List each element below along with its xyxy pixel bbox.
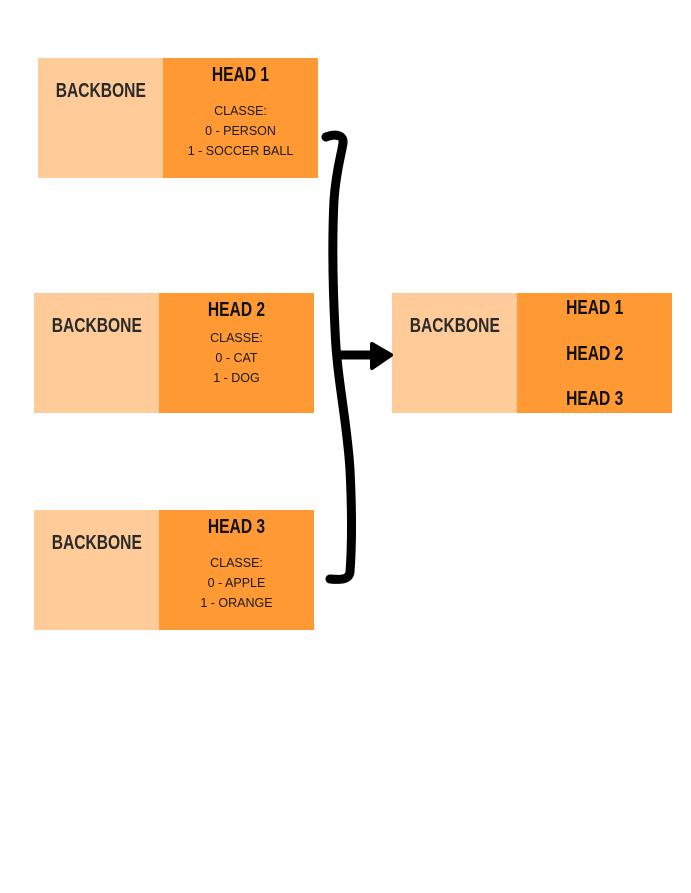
- model-2-head-label: HEAD 2: [207, 299, 266, 321]
- model-1-class-1: 1 - SOCCER BALL: [187, 144, 294, 158]
- model-1-backbone-label: BACKBONE: [55, 80, 146, 102]
- model-2-class-0: 0 - CAT: [215, 351, 258, 365]
- model-1-classes-title: CLASSE:: [214, 104, 267, 118]
- model-3-head: HEAD 3 CLASSE: 0 - APPLE 1 - ORANGE: [159, 510, 314, 630]
- model-3-class-1: 1 - ORANGE: [200, 596, 273, 610]
- model-3-classes-title: CLASSE:: [210, 556, 263, 570]
- model-3-class-0: 0 - APPLE: [207, 576, 266, 590]
- arrow-head-icon: [370, 342, 393, 370]
- model-2-classes-title: CLASSE:: [210, 331, 263, 345]
- merged-head-2-label: HEAD 2: [565, 342, 624, 365]
- model-1-block: BACKBONE HEAD 1 CLASSE: 0 - PERSON 1 - S…: [38, 58, 318, 178]
- merged-heads: HEAD 1 HEAD 2 HEAD 3: [517, 293, 672, 413]
- model-3-backbone: BACKBONE: [34, 510, 159, 630]
- merged-head-3-label: HEAD 3: [565, 388, 624, 410]
- model-2-block: BACKBONE HEAD 2 CLASSE: 0 - CAT 1 - DOG: [34, 293, 314, 413]
- model-3-head-label: HEAD 3: [207, 516, 266, 538]
- model-2-head: HEAD 2 CLASSE: 0 - CAT 1 - DOG: [159, 293, 314, 413]
- model-2-backbone-label: BACKBONE: [51, 315, 142, 337]
- model-1-head: HEAD 1 CLASSE: 0 - PERSON 1 - SOCCER BAL…: [163, 58, 318, 178]
- model-1-class-0: 0 - PERSON: [205, 124, 276, 138]
- bracket-line: [321, 130, 356, 584]
- model-1-head-label: HEAD 1: [211, 64, 270, 86]
- merged-backbone-label: BACKBONE: [409, 315, 500, 337]
- model-2-class-1: 1 - DOG: [213, 371, 260, 385]
- model-3-block: BACKBONE HEAD 3 CLASSE: 0 - APPLE 1 - OR…: [34, 510, 314, 630]
- model-1-backbone: BACKBONE: [38, 58, 163, 178]
- merged-model-block: BACKBONE HEAD 1 HEAD 2 HEAD 3: [392, 293, 672, 413]
- model-2-backbone: BACKBONE: [34, 293, 159, 413]
- merged-backbone: BACKBONE: [392, 293, 517, 413]
- model-3-backbone-label: BACKBONE: [51, 532, 142, 554]
- merged-head-1-label: HEAD 1: [565, 297, 624, 319]
